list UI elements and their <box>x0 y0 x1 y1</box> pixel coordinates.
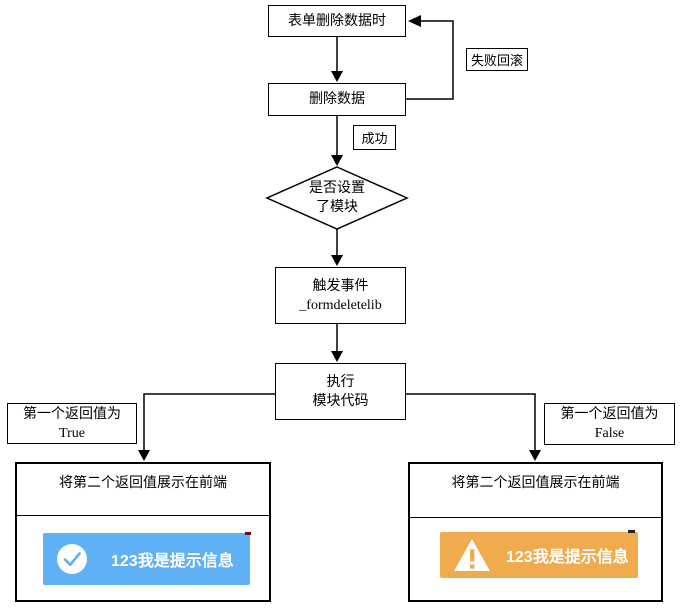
rollback-loop-line <box>406 20 454 100</box>
result-panel-title: 将第二个返回值展示在前端 <box>59 476 227 491</box>
warning-toast: 123我是提示信息 <box>440 530 638 578</box>
check-circle-icon <box>57 544 87 574</box>
arrowhead <box>331 71 343 82</box>
arrowhead <box>331 155 343 166</box>
node-label-line1: 执行 <box>326 374 355 390</box>
false-branch-line <box>406 393 536 451</box>
branch-label-false: 第一个返回值为 False <box>544 403 675 445</box>
arrowhead <box>138 450 150 461</box>
result-panel-true: 将第二个返回值展示在前端 123我是提示信息 <box>15 462 271 602</box>
edge-label-text: 成功 <box>361 131 388 146</box>
branch-label-line2: False <box>594 426 625 441</box>
arrowhead <box>529 450 541 461</box>
true-branch-line <box>143 393 275 451</box>
panel-divider <box>410 517 661 518</box>
branch-label-true: 第一个返回值为 True <box>7 403 137 444</box>
decision-diamond-shape <box>265 166 409 230</box>
arrowhead <box>331 255 343 266</box>
edge-label-success: 成功 <box>353 125 396 150</box>
branch-label-line2: True <box>59 425 85 441</box>
result-panel-title: 将第二个返回值展示在前端 <box>451 476 620 491</box>
decision-line1: 是否设置 <box>309 181 365 196</box>
node-decision-module-set: 是否设置 了模块 <box>267 179 407 217</box>
decision-line2: 了模块 <box>316 200 358 215</box>
node-label-line1: 触发事件 <box>312 278 369 294</box>
warning-triangle-icon <box>454 538 490 572</box>
toast-message: 123我是提示信息 <box>111 553 234 570</box>
toast-message: 123我是提示信息 <box>506 549 629 566</box>
node-label: 删除数据 <box>309 92 365 107</box>
arrowhead <box>331 351 343 362</box>
branch-label-line1: 第一个返回值为 <box>23 406 121 422</box>
node-label: 表单删除数据时 <box>288 13 386 29</box>
toast-corner-mark <box>628 530 635 533</box>
branch-label-line1: 第一个返回值为 <box>560 407 659 422</box>
edge-label-text: 失败回滚 <box>470 53 523 68</box>
node-form-delete-start: 表单删除数据时 <box>268 5 406 37</box>
toast-corner-mark <box>245 532 251 535</box>
arrowhead <box>408 15 421 27</box>
node-delete-data: 删除数据 <box>268 83 406 116</box>
node-label-line2: 模块代码 <box>312 393 369 409</box>
result-panel-false: 将第二个返回值展示在前端 123我是提示信息 <box>408 462 663 602</box>
node-trigger-event: 触发事件 _formdeletelib <box>275 267 406 324</box>
success-toast: 123我是提示信息 <box>43 532 251 585</box>
edge-label-rollback: 失败回滚 <box>466 48 528 71</box>
panel-divider <box>17 515 269 516</box>
node-label-line2: _formdeletelib <box>299 297 382 313</box>
node-execute-module-code: 执行 模块代码 <box>275 363 406 420</box>
